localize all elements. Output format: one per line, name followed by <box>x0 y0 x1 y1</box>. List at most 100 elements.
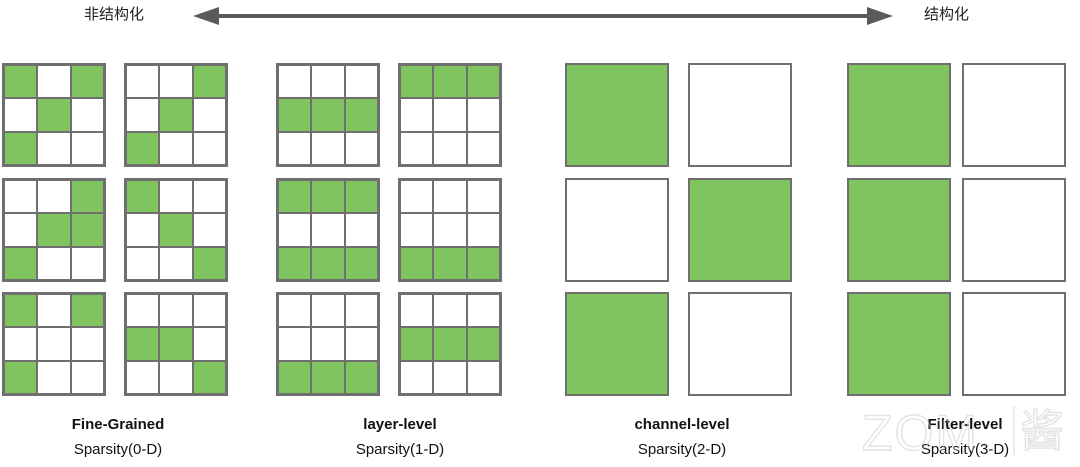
cell-empty <box>192 213 226 247</box>
caption-subtitle: Sparsity(3-D) <box>920 441 1010 458</box>
cell-active <box>159 213 193 247</box>
cell-active <box>278 360 312 394</box>
cell-empty <box>400 180 434 214</box>
cell-active <box>4 360 38 394</box>
cell-active <box>159 327 193 361</box>
double-headed-arrow-icon <box>193 7 893 25</box>
cell-empty <box>37 327 71 361</box>
cell-active <box>400 246 434 280</box>
cell-empty <box>192 98 226 132</box>
cell-empty <box>126 65 160 99</box>
caption-title: layer-level <box>363 416 437 433</box>
cell-active <box>344 180 378 214</box>
cell-active <box>311 180 345 214</box>
cell-empty <box>400 131 434 165</box>
cell-empty <box>433 98 467 132</box>
cell-empty <box>70 131 104 165</box>
cell-active <box>37 98 71 132</box>
cell-empty <box>159 180 193 214</box>
block-active <box>847 63 951 167</box>
cell-empty <box>400 213 434 247</box>
cell-empty <box>344 65 378 99</box>
cell-empty <box>344 294 378 328</box>
cell-active <box>400 327 434 361</box>
pattern-grid <box>276 178 380 282</box>
cell-empty <box>433 131 467 165</box>
cell-empty <box>192 180 226 214</box>
caption-title: Filter-level <box>927 416 1003 433</box>
cell-empty <box>37 180 71 214</box>
cell-empty <box>70 246 104 280</box>
pattern-grid <box>2 178 106 282</box>
cell-active <box>70 213 104 247</box>
cell-empty <box>126 360 160 394</box>
cell-empty <box>37 360 71 394</box>
cell-active <box>466 65 500 99</box>
cell-empty <box>70 98 104 132</box>
cell-empty <box>278 294 312 328</box>
pattern-grid <box>124 178 228 282</box>
block-empty <box>962 292 1066 396</box>
cell-active <box>344 360 378 394</box>
cell-empty <box>466 360 500 394</box>
caption-subtitle: Sparsity(2-D) <box>637 441 727 458</box>
column-fine-grained: Fine-Grained Sparsity(0-D) <box>0 0 240 467</box>
pattern-grid <box>398 63 502 167</box>
axis-label-unstructured: 非结构化 <box>84 6 145 23</box>
cell-empty <box>278 327 312 361</box>
cell-empty <box>37 294 71 328</box>
cell-active <box>70 180 104 214</box>
cell-empty <box>278 65 312 99</box>
cell-empty <box>466 98 500 132</box>
caption-channel-level: channel-level Sparsity(2-D) <box>562 415 802 461</box>
caption-fine-grained: Fine-Grained Sparsity(0-D) <box>0 415 238 461</box>
cell-active <box>126 180 160 214</box>
cell-active <box>37 213 71 247</box>
block-empty <box>688 63 792 167</box>
cell-active <box>278 180 312 214</box>
cell-empty <box>344 327 378 361</box>
cell-empty <box>400 98 434 132</box>
cell-empty <box>126 98 160 132</box>
cell-active <box>344 98 378 132</box>
cell-empty <box>433 180 467 214</box>
caption-subtitle: Sparsity(0-D) <box>73 441 163 458</box>
cell-empty <box>311 131 345 165</box>
cell-active <box>192 65 226 99</box>
cell-active <box>70 294 104 328</box>
cell-empty <box>433 360 467 394</box>
cell-empty <box>4 180 38 214</box>
cell-active <box>192 246 226 280</box>
axis-label-structured: 结构化 <box>924 6 970 23</box>
block-active <box>688 178 792 282</box>
cell-empty <box>37 65 71 99</box>
cell-active <box>433 246 467 280</box>
column-layer-level: layer-level Sparsity(1-D) <box>0 0 520 467</box>
caption-subtitle: Sparsity(1-D) <box>355 441 445 458</box>
block-active <box>565 292 669 396</box>
cell-empty <box>466 294 500 328</box>
cell-empty <box>400 294 434 328</box>
cell-active <box>70 65 104 99</box>
cell-empty <box>344 131 378 165</box>
cell-active <box>433 327 467 361</box>
cell-active <box>4 131 38 165</box>
cell-active <box>126 131 160 165</box>
cell-empty <box>4 98 38 132</box>
pattern-grid <box>2 292 106 396</box>
cell-empty <box>344 213 378 247</box>
cell-active <box>278 246 312 280</box>
cell-empty <box>278 213 312 247</box>
cell-empty <box>159 294 193 328</box>
caption-filter-level: Filter-level Sparsity(3-D) <box>845 415 1080 461</box>
cell-empty <box>126 213 160 247</box>
cell-empty <box>311 294 345 328</box>
block-empty <box>688 292 792 396</box>
column-channel-level: channel-level Sparsity(2-D) <box>562 63 802 461</box>
cell-empty <box>433 294 467 328</box>
cell-active <box>466 327 500 361</box>
cell-empty <box>4 213 38 247</box>
cell-active <box>278 98 312 132</box>
